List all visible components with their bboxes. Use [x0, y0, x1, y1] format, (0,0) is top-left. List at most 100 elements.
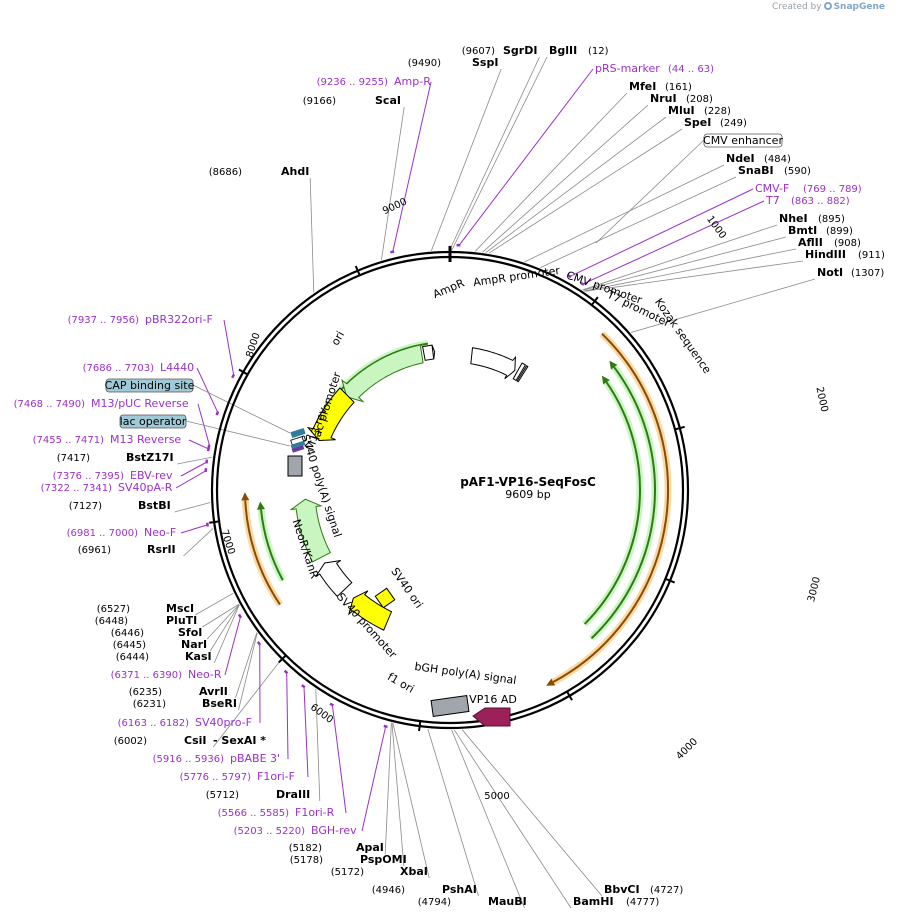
enzyme-name-apai: ApaI — [356, 841, 384, 854]
primer-leader-amp-r — [391, 81, 432, 253]
enzyme-position-noti: (1307) — [851, 268, 884, 279]
enzyme-leader-bseri — [238, 632, 258, 711]
primer-site-pbr322ori-f — [231, 373, 236, 379]
enzyme-name-nrui: NruI — [650, 92, 677, 105]
plasmid-length: 9609 bp — [505, 488, 550, 501]
enzyme-leader-pshai — [427, 728, 479, 897]
enzyme-name-noti: NotI — [817, 266, 843, 279]
tick-mark — [354, 265, 361, 276]
enzyme-leader-nrui — [482, 104, 649, 253]
enzyme-leader-sfoi — [206, 604, 240, 640]
primer-range-prs-marker: (44 .. 63) — [668, 64, 714, 75]
enzyme-position-bseri: (6231) — [133, 699, 166, 710]
primer-name-sv40pro-f: SV40pro-F — [195, 716, 252, 729]
tick-label: 1000 — [704, 214, 728, 241]
enzyme-name-avrii: AvrII — [199, 685, 228, 698]
tick-mark — [238, 368, 249, 376]
enzyme-position-rsrii: (6961) — [78, 545, 111, 556]
enzyme-position-bstz17i: (7417) — [57, 453, 90, 464]
orf-arc-left — [244, 500, 281, 606]
enzyme-position-bmti: (899) — [826, 226, 853, 237]
enzyme-leader-maubi — [451, 729, 525, 909]
green-arc-1-arrowhead — [609, 360, 618, 370]
ori-feature — [306, 387, 355, 441]
enzyme-leader-spei — [488, 128, 683, 254]
enzyme-position-snabi: (590) — [784, 166, 811, 177]
tick-mark — [674, 425, 685, 431]
primer-site-f1ori-r — [329, 702, 335, 707]
tick-mark — [590, 296, 599, 306]
enzyme-leader-snabi — [540, 176, 737, 269]
feature-label-bgh-poly-a-signal: bGH poly(A) signal — [414, 660, 518, 687]
tick-mark — [665, 577, 676, 584]
enzyme-name-snabi: SnaBI — [738, 164, 774, 177]
primer-name-t7: T7 — [765, 194, 780, 207]
primer-site-neo-f — [205, 522, 209, 527]
enzyme-leader-xbai — [392, 723, 430, 879]
enzyme-leader-bstz17i — [177, 456, 213, 465]
enzyme-leader-nari — [209, 604, 240, 652]
enzyme-leader-sgrdi — [449, 56, 540, 251]
primer-name-amp-r: Amp-R — [394, 75, 431, 88]
primer-leader-ebv-rev — [180, 461, 208, 477]
primer-range-sv40pa-r: (7322 .. 7341) — [41, 483, 113, 494]
primer-range-ebv-rev: (7376 .. 7395) — [53, 471, 125, 482]
ampr-promoter-feature — [421, 344, 435, 361]
tick-mark — [418, 720, 422, 732]
enzyme-leader-sspi — [430, 68, 502, 251]
enzyme-name-pluti: PluTI — [166, 614, 197, 627]
primer-leader-cmv-f — [568, 188, 754, 278]
enzyme-position-hindiii: (911) — [858, 250, 885, 261]
primer-range-neo-f: (6981 .. 7000) — [67, 528, 139, 539]
t7-promoter-feature — [512, 362, 527, 382]
label-leader-cmv-enhancer — [595, 139, 705, 244]
primer-leader-neo-f — [180, 523, 209, 534]
enzyme-name-sspi: SspI — [472, 56, 498, 69]
enzyme-position-kasi: (6444) — [116, 652, 149, 663]
tick-mark — [566, 690, 573, 701]
orf-arc-left-arrowhead — [241, 492, 250, 501]
primer-range-pbr322ori-f: (7937 .. 7956) — [68, 315, 140, 326]
enzyme-position-nhei: (895) — [818, 214, 845, 225]
enzyme-position-csii: (6002) — [114, 736, 147, 747]
enzyme-leader-bglii — [451, 56, 548, 251]
enzyme-name-bglii: BglII — [549, 44, 577, 57]
primer-range-neo-r: (6371 .. 6390) — [111, 670, 183, 681]
enzyme-name-scai: ScaI — [375, 94, 401, 107]
primer-name-ebv-rev: EBV-rev — [130, 469, 173, 482]
primer-leader-t7 — [581, 200, 765, 286]
primer-name-sv40pa-r: SV40pA-R — [118, 481, 173, 494]
feature-label-ampr: AmpR — [431, 276, 467, 301]
primer-range-f1ori-r: (5566 .. 5585) — [218, 808, 290, 819]
enzyme-position-pspomi: (5178) — [290, 855, 323, 866]
primer-leader-l4440 — [196, 367, 219, 414]
enzyme-leader-pluti — [202, 603, 240, 628]
enzyme-position-sgrdi: (9607) — [462, 46, 495, 57]
primer-range-t7: (863 .. 882) — [791, 196, 850, 207]
orf-arc-outer — [552, 333, 669, 683]
primer-range-sv40pro-f: (6163 .. 6182) — [118, 718, 190, 729]
enzyme-name-spei: SpeI — [684, 116, 711, 129]
primer-site-amp-r — [390, 250, 395, 254]
primer-leader-prs-marker — [458, 68, 594, 247]
enzyme-name-msci: MscI — [166, 602, 194, 615]
enzyme-leader-mlui — [485, 116, 667, 253]
enzyme-position-draiii: (5712) — [206, 790, 239, 801]
primer-range-l4440: (7686 .. 7703) — [83, 363, 155, 374]
enzyme-leader-noti — [630, 278, 816, 333]
tick-label: 5000 — [484, 791, 509, 802]
primer-range-bgh-rev: (5203 .. 5220) — [234, 826, 306, 837]
tick-label: 6000 — [308, 702, 335, 726]
bgh-polya-feature — [430, 695, 470, 717]
enzyme-position-nrui: (208) — [686, 94, 713, 105]
enzyme-leader-draiii — [315, 688, 321, 802]
lac-operator-feature — [290, 440, 306, 450]
enzyme-name-bamhi: BamHI — [573, 895, 614, 908]
enzyme-name-hindiii: HindIII — [805, 248, 846, 261]
enzyme-name-bstbi: BstBI — [138, 499, 171, 512]
enzyme-leader-ahdi — [309, 177, 315, 293]
green-arc-2-arrowhead — [601, 375, 610, 385]
enzyme-name-mlui: MluI — [668, 104, 695, 117]
enzyme-position-ndei: (484) — [764, 154, 791, 165]
enzyme-position-apai: (5182) — [289, 843, 322, 854]
